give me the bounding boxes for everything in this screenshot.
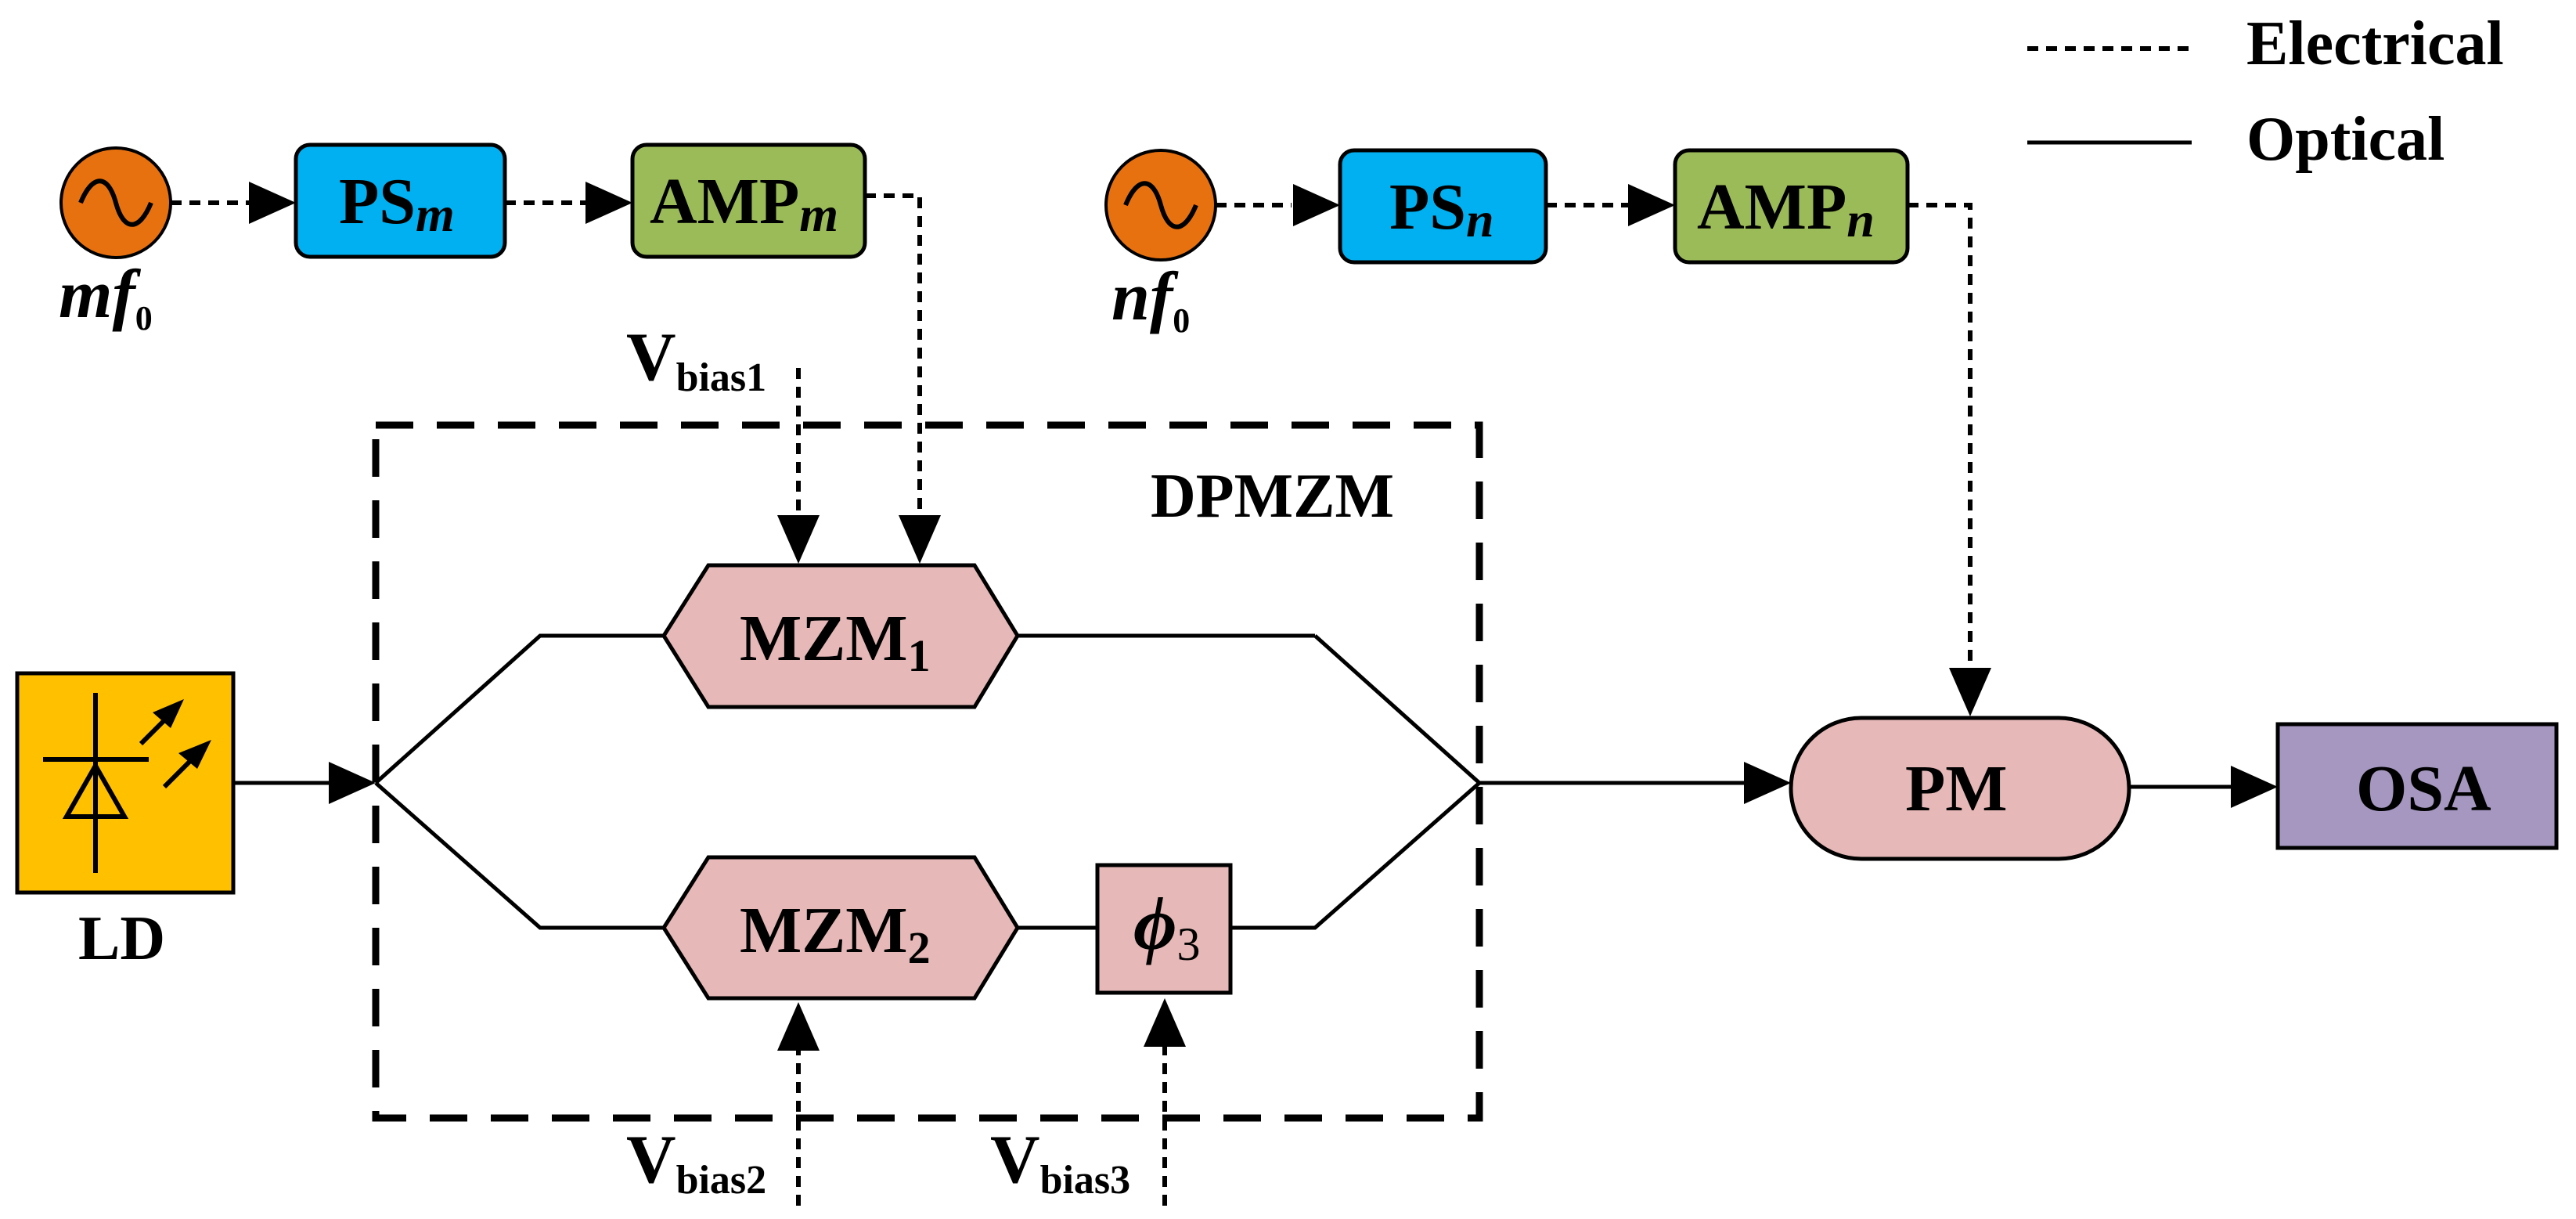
mzm2-label: MZM2 [740, 894, 931, 973]
phase-shifter-n-label: PSn [1389, 171, 1494, 247]
fiber-lower-arm [374, 781, 664, 930]
electrical-arrowheads [249, 182, 1991, 1051]
optical-connections [233, 633, 2231, 930]
dpmzm-boundary [372, 421, 1483, 1122]
electrical-connections [171, 193, 1973, 1206]
phase-block: ϕ3 [1095, 863, 1233, 995]
dpmzm-label: DPMZM [1151, 462, 1394, 531]
arrowhead-to-ps-n [1293, 184, 1340, 226]
rf-source-m: mf0 [59, 146, 172, 337]
phase-shifter-n: PSn [1338, 148, 1548, 265]
optical-arrowheads [329, 762, 2278, 808]
arrowhead-pm-to-osa [2231, 766, 2278, 808]
phase-modulator: PM [1789, 716, 2131, 861]
laser-diode-label: LD [78, 904, 165, 973]
phase-shifter-m: PSm [294, 142, 507, 259]
wire-amp-n-to-pm [1908, 203, 1973, 669]
osa-label: OSA [2356, 752, 2491, 825]
arrowhead-ld-to-dpmzm [329, 762, 376, 804]
phase-block-label: ϕ3 [1133, 882, 1201, 970]
rf-source-m-label: mf0 [59, 257, 153, 337]
vbias3-label: Vbias3 [990, 1122, 1130, 1203]
amplifier-m: AMPm [630, 142, 867, 259]
mzm1-label: MZM1 [740, 602, 931, 681]
arrowhead-vbias1-to-mzm1 [777, 515, 820, 564]
fiber-phase-to-combiner [1230, 781, 1481, 930]
legend-optical-label: Optical [2246, 105, 2444, 174]
phase-modulator-label: PM [1905, 752, 2008, 825]
optical-spectrum-analyzer: OSA [2275, 722, 2559, 850]
rf-source-n: nf0 [1104, 149, 1217, 340]
laser-diode: LD [15, 671, 236, 973]
arrowhead-dpmzm-to-pm [1744, 762, 1791, 804]
arrowhead-amp-n-to-pm [1949, 668, 1991, 716]
sine-wave-icon [78, 179, 153, 227]
mzm1: MZM1 [661, 563, 1020, 709]
fiber-upper-to-combiner [1313, 634, 1481, 784]
wire-amp-m-to-mzm1 [865, 193, 922, 517]
legend-electrical-label: Electrical [2246, 9, 2504, 78]
phase-shifter-m-label: PSm [339, 165, 455, 242]
arrowhead-vbias2-to-mzm2 [777, 1002, 820, 1051]
vbias1-label: Vbias1 [626, 319, 766, 400]
amplifier-m-label: AMPm [650, 165, 838, 242]
mzm2: MZM2 [661, 855, 1020, 1001]
amplifier-n: AMPn [1673, 148, 1910, 265]
legend: Electrical Optical [2027, 9, 2504, 174]
rf-source-n-label: nf0 [1111, 259, 1190, 340]
arrowhead-vbias3-to-phase [1144, 998, 1186, 1047]
amplifier-n-label: AMPn [1697, 171, 1875, 247]
arrowhead-amp-m-to-mzm1 [899, 515, 941, 564]
arrowhead-to-ps-m [249, 182, 296, 224]
sine-wave-icon [1123, 181, 1198, 229]
arrowhead-to-amp-m [585, 182, 632, 224]
vbias2-label: Vbias2 [626, 1122, 766, 1203]
fiber-upper-arm [374, 633, 664, 784]
arrowhead-to-amp-n [1628, 184, 1675, 226]
